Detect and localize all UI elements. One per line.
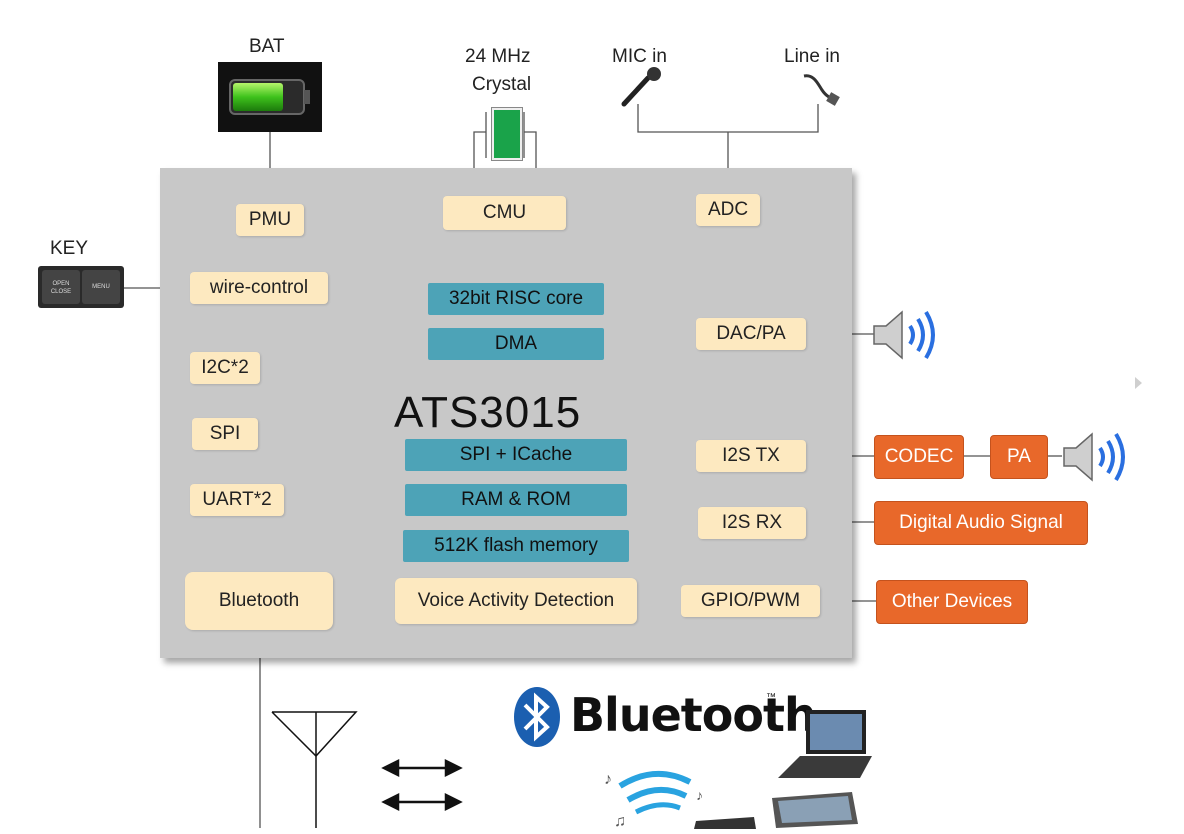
laptop-icon (776, 706, 876, 791)
battery-icon (218, 62, 322, 132)
digital-audio-block: Digital Audio Signal (874, 501, 1088, 545)
bluetooth-logo-text: Bluetooth (570, 688, 817, 742)
close-key-text: CLOSE (50, 289, 72, 295)
trademark-symbol: ™ (766, 692, 776, 703)
tablet-icon (762, 788, 862, 833)
gpio-pwm-block: GPIO/PWM (681, 585, 820, 617)
other-devices-block: Other Devices (876, 580, 1028, 624)
dma-block: DMA (428, 328, 604, 360)
cmu-block: CMU (443, 196, 566, 230)
risc-core-block: 32bit RISC core (428, 283, 604, 315)
key-label: KEY (50, 238, 89, 259)
i2s-rx-block: I2S RX (698, 507, 806, 539)
pa-block: PA (990, 435, 1048, 479)
svg-text:♪: ♪ (696, 787, 703, 803)
speaker-icon (872, 306, 942, 369)
wire-control-block: wire-control (190, 272, 328, 304)
bluetooth-block: Bluetooth (185, 572, 333, 630)
audio-jack-icon (800, 70, 844, 113)
spi-icache-block: SPI + ICache (405, 439, 627, 471)
bluetooth-logo-icon (512, 686, 562, 748)
chip-name: ATS3015 (394, 388, 582, 437)
crystal-icon (492, 108, 522, 160)
i2c-block: I2C*2 (190, 352, 260, 384)
menu-key: MENU (82, 270, 120, 304)
bidirectional-arrows-icon (381, 758, 463, 812)
bat-label: BAT (249, 36, 285, 57)
spi-block: SPI (192, 418, 258, 450)
svg-text:♪: ♪ (604, 771, 612, 788)
key-buttons-icon: OPEN CLOSE MENU (38, 266, 124, 308)
line-in-label: Line in (784, 46, 840, 67)
wireless-waves-icon: ♪ ♫ ♪ (600, 756, 710, 833)
crystal-label-line2: Crystal (472, 74, 532, 95)
uart-block: UART*2 (190, 484, 284, 516)
dac-pa-block: DAC/PA (696, 318, 806, 350)
svg-text:♫: ♫ (614, 813, 626, 828)
phone-icon (690, 816, 760, 834)
ram-rom-block: RAM & ROM (405, 484, 627, 516)
open-close-key: OPEN CLOSE (42, 270, 80, 304)
open-key-text: OPEN (52, 281, 70, 287)
i2s-tx-block: I2S TX (696, 440, 806, 472)
mic-in-label: MIC in (612, 46, 667, 67)
vad-block: Voice Activity Detection (395, 578, 637, 624)
arrow-marker-icon (1135, 377, 1142, 389)
flash-memory-block: 512K flash memory (403, 530, 629, 562)
antenna-icon (271, 711, 358, 828)
crystal-label-line1: 24 MHz (465, 46, 531, 67)
adc-block: ADC (696, 194, 760, 226)
codec-block: CODEC (874, 435, 964, 479)
speaker-pa-icon (1062, 428, 1132, 491)
microphone-icon (616, 66, 666, 115)
pmu-block: PMU (236, 204, 304, 236)
